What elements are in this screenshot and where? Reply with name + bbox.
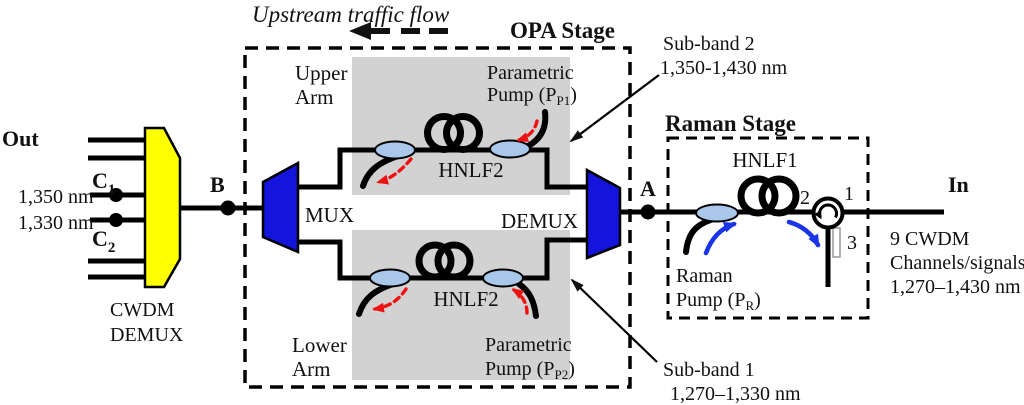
upstream-flow-arrow	[349, 22, 448, 40]
upper-left-pump-arrow	[376, 157, 413, 185]
hnlf2-lower-coil-loop2	[434, 241, 474, 281]
raman-stage-box	[666, 136, 870, 320]
c2-label: C2	[92, 226, 115, 256]
lower-right-pump-arrow	[511, 288, 529, 315]
hnlf2-lower-coil-loop1	[415, 241, 455, 281]
subband1-label-line2: 1,270–1,330 nm	[670, 383, 801, 405]
lower-arm-label-line2: Arm	[292, 357, 331, 381]
raman-pump-label-line2: Pump (PR)	[676, 289, 761, 313]
out-label: Out	[2, 126, 39, 151]
lower-right-pump-fiber	[516, 281, 539, 319]
subband1-label-line1: Sub-band 1	[663, 359, 755, 381]
circulator: 2 1 3	[800, 183, 857, 287]
flow-arrowhead	[349, 22, 371, 40]
subband2-label-line1: Sub-band 2	[663, 33, 755, 55]
circulator-port3-stub	[832, 227, 841, 258]
hnlf2-lower-label: HNLF2	[433, 287, 498, 311]
point-b-label: B	[210, 172, 225, 197]
cwdm-demux-block: Out 1,350 nm 1,330 nm C1 C2 CWDM DEMUX B	[2, 126, 263, 346]
parametric-pump-upper-line1: Parametric	[487, 62, 574, 84]
input-signal-line1: 9 CWDM	[890, 228, 970, 250]
c1-label: C1	[92, 168, 115, 198]
upper-arm-label-line1: Upper	[295, 61, 347, 85]
lower-arm-components: HNLF2 Parametric Pump (PP2)	[356, 241, 575, 382]
cwdm-demux-label-line1: CWDM	[110, 299, 175, 321]
subband1-arrow	[570, 278, 658, 363]
mux-trapezoid	[261, 160, 300, 254]
hnlf2-upper-coil-loop2	[443, 113, 483, 153]
circulator-port3-label: 3	[847, 232, 857, 254]
point-a-label: A	[640, 176, 656, 201]
opa-stage: OPA Stage Upper Arm Lower Arm MUX DEMUX …	[243, 18, 632, 389]
upstream-flow-label: Upstream traffic flow	[252, 2, 450, 27]
opa-stage-title: OPA Stage	[510, 18, 615, 43]
hnlf2-upper-label: HNLF2	[438, 158, 503, 182]
circulator-body	[811, 196, 845, 230]
lower-right-coupler	[482, 268, 524, 288]
input-signal-label: 9 CWDM Channels/signals 1,270–1,430 nm	[890, 228, 1024, 298]
in-label: In	[948, 172, 969, 197]
opa-stage-box	[243, 46, 632, 389]
circulator-port1-label: 1	[844, 183, 854, 205]
point-b-dot	[220, 200, 236, 216]
hnlf1-coil-loop2	[758, 175, 800, 217]
wavelength-1330-label: 1,330 nm	[18, 212, 94, 234]
lower-left-pump-arrow	[372, 287, 408, 313]
subband2-label-line2: 1,350-1,430 nm	[660, 57, 788, 79]
input-signal-line3: 1,270–1,430 nm	[890, 276, 1021, 298]
opa-demux-label: DEMUX	[501, 209, 578, 233]
channel-dot-c1	[109, 188, 123, 202]
circulator-port2-label: 2	[800, 187, 810, 209]
circulator-rotation-arrow	[814, 203, 838, 220]
upper-arm-label-line2: Arm	[295, 85, 334, 109]
parametric-pump-lower-line2: Pump (PP2)	[485, 358, 575, 382]
raman-signal-direction-arrow	[786, 219, 821, 248]
subband2-arrow	[569, 74, 660, 143]
raman-pump-direction-arrow	[703, 221, 737, 256]
cwdm-demux-trapezoid	[143, 126, 182, 289]
upper-arm-components: HNLF2 Parametric Pump (PP1)	[360, 62, 577, 189]
input-signal-line2: Channels/signals	[890, 252, 1024, 274]
wavelength-1350-label: 1,350 nm	[18, 186, 94, 208]
lower-arm-label-line1: Lower	[292, 333, 347, 357]
upper-right-coupler	[489, 139, 531, 159]
upper-left-coupler	[374, 140, 416, 160]
raman-pump-label-line1: Raman	[676, 265, 733, 287]
raman-stage: Raman Stage HNLF1 Raman Pump (PR) 2 1 3	[665, 111, 870, 320]
lower-left-coupler	[369, 268, 411, 288]
channel-dot-c2	[109, 213, 123, 227]
parametric-pump-upper-line2: Pump (PP1)	[487, 84, 577, 108]
cwdm-demux-label-line2: DEMUX	[110, 324, 184, 346]
raman-stage-title: Raman Stage	[665, 111, 796, 136]
parametric-pump-lower-line1: Parametric	[485, 334, 572, 356]
hnlf1-coil-loop1	[737, 175, 779, 217]
point-a-dot	[640, 204, 656, 220]
upper-right-pump-arrow	[516, 119, 539, 142]
opa-demux-trapezoid	[585, 167, 622, 260]
subband2-annotation: Sub-band 2 1,350-1,430 nm	[569, 33, 788, 143]
mux-label: MUX	[305, 203, 354, 227]
hnlf2-upper-coil-loop1	[424, 113, 464, 153]
hnlf1-label: HNLF1	[732, 148, 797, 172]
raman-coupler	[695, 203, 739, 223]
subband1-annotation: Sub-band 1 1,270–1,330 nm	[570, 278, 801, 405]
